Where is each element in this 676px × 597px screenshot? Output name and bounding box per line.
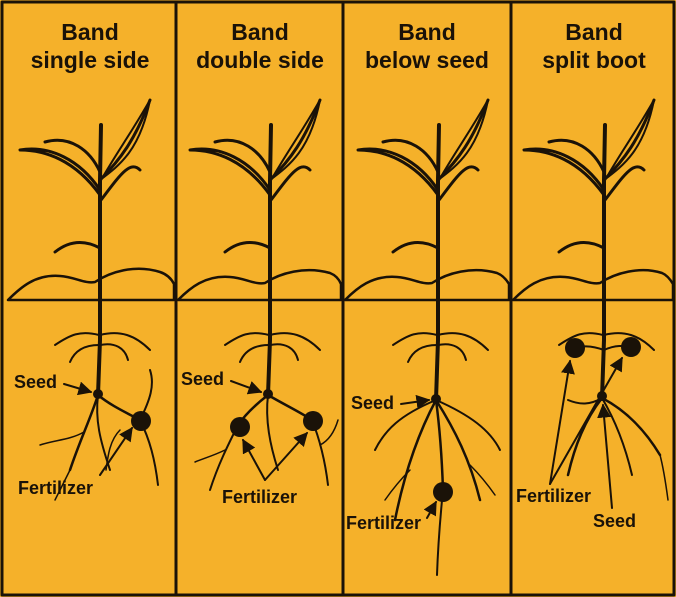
seed-dot — [263, 389, 273, 399]
seed-label: Seed — [181, 369, 224, 389]
seed-dot — [93, 389, 103, 399]
panel-band-single-side: Band single side — [8, 19, 174, 500]
soil-surface — [513, 270, 673, 300]
seed-label: Seed — [351, 393, 394, 413]
fertilizer-arrow — [427, 502, 436, 518]
fertilizer-label: Fertilizer — [516, 486, 591, 506]
fertilizer-label: Fertilizer — [18, 478, 93, 498]
fertilizer-arrow — [243, 440, 265, 480]
panel-title-line2: below seed — [365, 47, 489, 73]
panel-title-line1: Band — [231, 19, 289, 45]
soil-surface — [8, 269, 174, 300]
panel-title-line2: double side — [196, 47, 324, 73]
panel-band-split-boot: Band split boot Fertilizer — [513, 19, 673, 531]
plant — [190, 100, 320, 395]
fertilizer-label: Fertilizer — [346, 513, 421, 533]
seed-label: Seed — [14, 372, 57, 392]
soil-surface — [345, 270, 509, 300]
plant — [20, 100, 150, 395]
panel-title-line1: Band — [398, 19, 456, 45]
seed-dot — [431, 394, 441, 404]
fertilizer-band — [565, 338, 585, 358]
roots — [195, 395, 338, 490]
fertilizer-band — [433, 482, 453, 502]
fertilizer-band — [230, 417, 250, 437]
fertilizer-band — [303, 411, 323, 431]
panel-title-line1: Band — [61, 19, 119, 45]
panel-title-line2: single side — [31, 47, 150, 73]
roots — [568, 346, 668, 500]
seed-arrow — [401, 400, 429, 404]
fertilizer-band — [621, 337, 641, 357]
seed-arrow — [64, 384, 91, 392]
panel-title-line1: Band — [565, 19, 623, 45]
seed-arrow — [603, 405, 612, 508]
fertilizer-label: Fertilizer — [222, 487, 297, 507]
panel-title-line2: split boot — [542, 47, 646, 73]
plant — [358, 100, 488, 400]
fertilizer-band — [131, 411, 151, 431]
panel-band-below-seed: Band below seed — [345, 19, 509, 575]
panel-band-double-side: Band double side — [178, 19, 341, 507]
soil-surface — [178, 270, 341, 300]
seed-arrow — [231, 381, 261, 392]
fertilizer-arrow — [265, 433, 307, 480]
seed-label: Seed — [593, 511, 636, 531]
